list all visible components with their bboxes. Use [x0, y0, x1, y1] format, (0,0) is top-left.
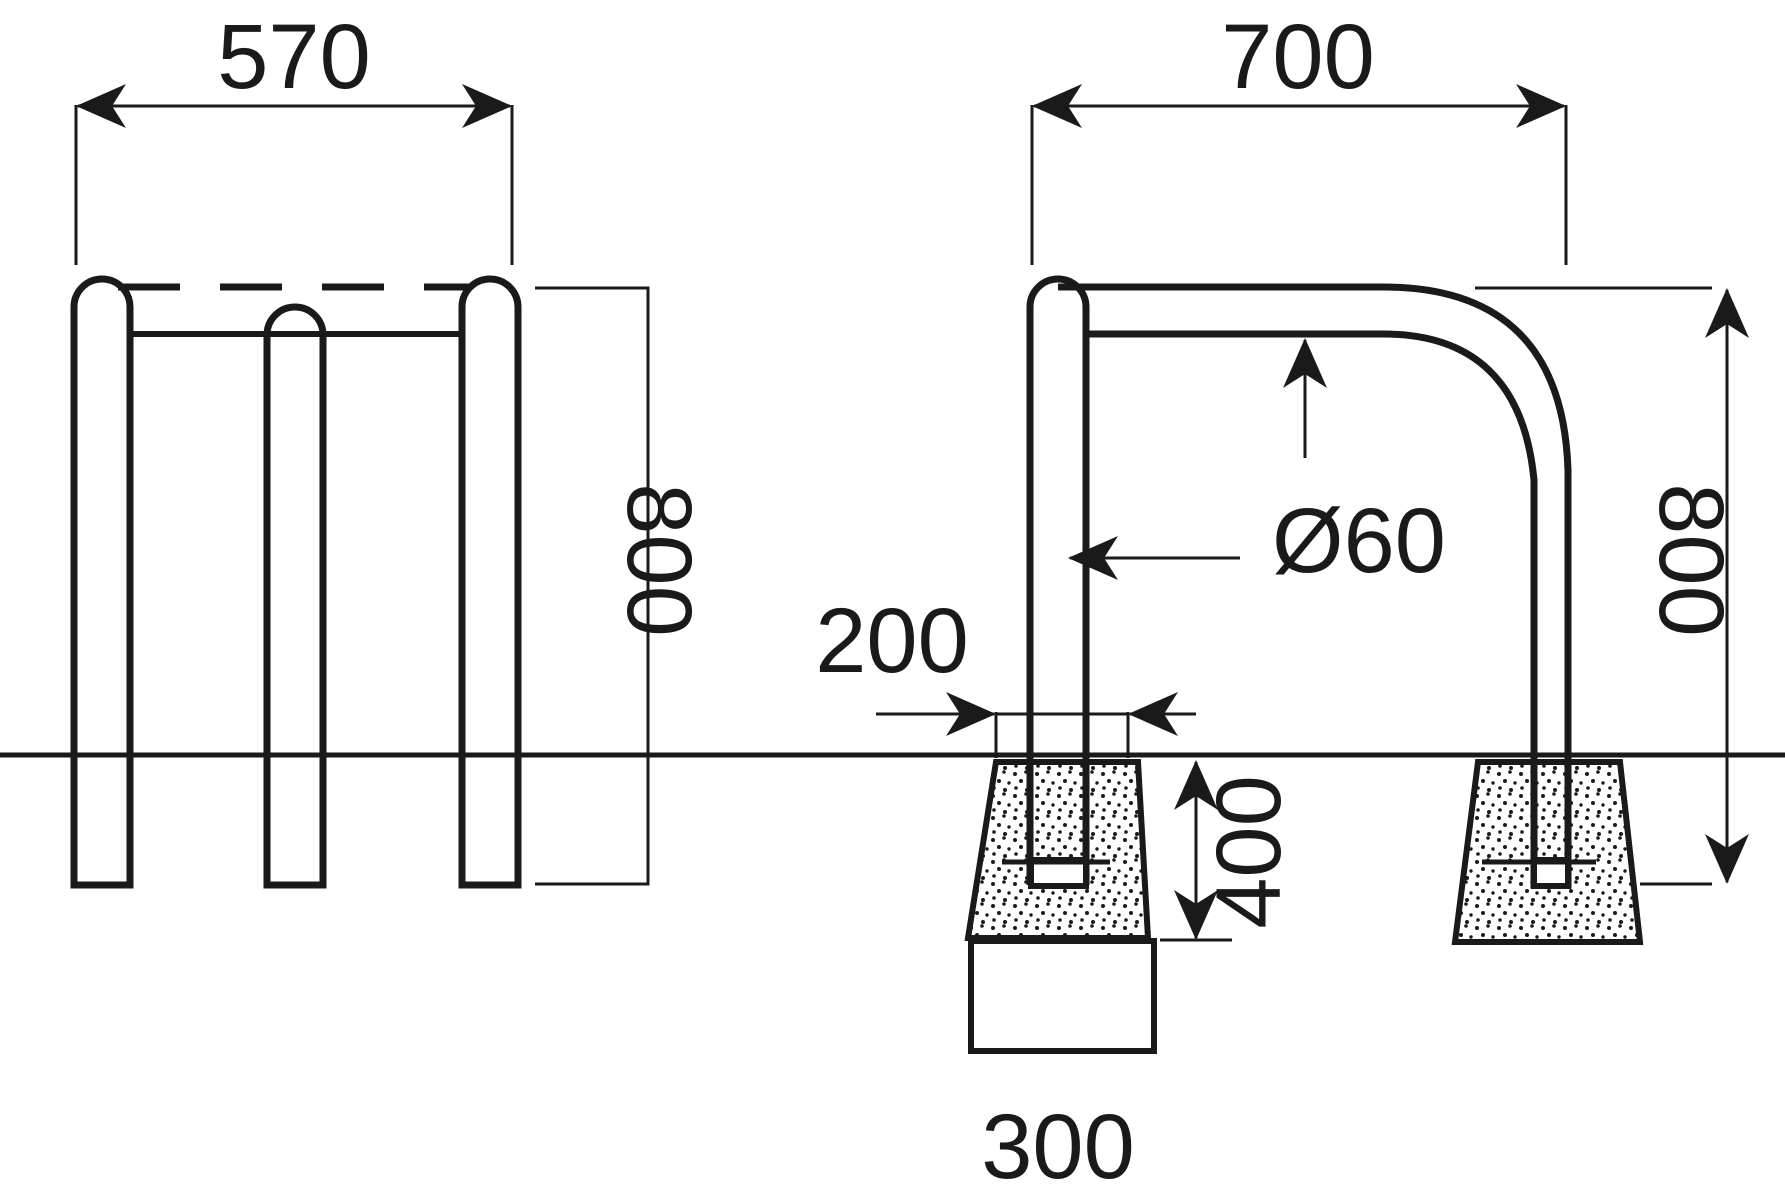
front-width-label: 570 — [217, 6, 371, 108]
side-hoop-tube — [1026, 275, 1572, 889]
front-tube-right — [458, 275, 522, 889]
side-height-label: 800 — [1640, 483, 1742, 637]
side-view: 700 800 Ø60 200 400 300 — [815, 6, 1749, 1198]
footing-left-concrete — [964, 759, 1152, 941]
footing-left-base — [968, 938, 1157, 1054]
front-height-bracket — [535, 286, 650, 886]
front-tube-left — [70, 275, 134, 889]
footing-right-concrete — [1451, 759, 1644, 945]
embed-width-label: 200 — [815, 590, 969, 692]
front-tube-middle — [263, 303, 327, 889]
side-width-label: 700 — [1221, 6, 1375, 108]
front-view: 570 800 — [70, 6, 710, 889]
front-height-label: 800 — [608, 483, 710, 637]
embed-depth-label: 400 — [1198, 775, 1300, 929]
diameter-label: Ø60 — [1272, 490, 1446, 592]
footing-width-label: 300 — [981, 1096, 1135, 1198]
